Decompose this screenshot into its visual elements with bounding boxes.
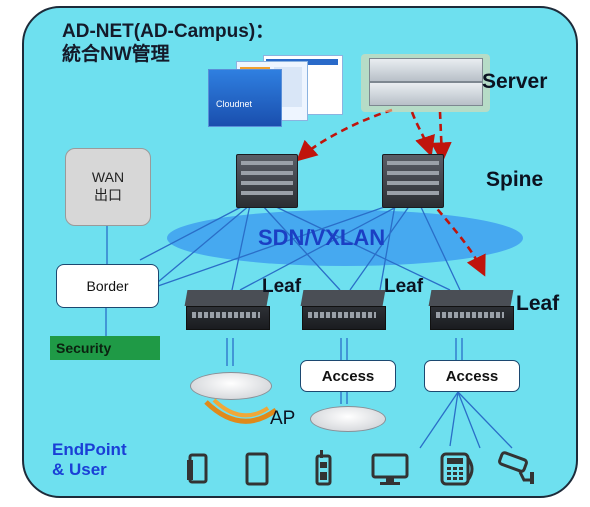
spine-switch-1 bbox=[236, 154, 298, 208]
handheld-scanner-icon bbox=[315, 450, 332, 486]
access-switch-1: Access bbox=[300, 360, 396, 392]
spine-label: Spine bbox=[486, 168, 544, 191]
sdn-vxlan-label: SDN/VXLAN bbox=[258, 225, 386, 250]
wifi-signal-icon bbox=[204, 398, 278, 424]
leaf-switch-1 bbox=[184, 290, 270, 338]
access-device-links bbox=[340, 391, 513, 449]
management-console-screens: Cloudnet bbox=[208, 55, 343, 127]
wan-exit-label: 出口 bbox=[94, 187, 122, 203]
leaf-access-links bbox=[226, 338, 463, 366]
cloudnet-text: Cloudnet bbox=[216, 99, 253, 109]
leaf-switch-2 bbox=[300, 290, 386, 338]
server-label: Server bbox=[482, 70, 548, 93]
access-switch-2: Access bbox=[424, 360, 520, 392]
management-arrows bbox=[296, 108, 486, 277]
diagram-title-line2: 統合NW管理 bbox=[62, 44, 170, 65]
security-camera-icon bbox=[498, 451, 534, 484]
leaf-switch-3 bbox=[428, 290, 514, 338]
server-rack bbox=[361, 54, 490, 112]
diagram-title-line1: AD-NET(AD-Campus)： bbox=[62, 21, 275, 42]
ip-phone-icon bbox=[440, 452, 474, 486]
security-appliance: Security bbox=[50, 336, 160, 360]
access-point-1 bbox=[190, 366, 272, 402]
access-point-2 bbox=[310, 402, 386, 434]
wan-exit-box: WAN 出口 bbox=[65, 148, 151, 226]
wan-label: WAN bbox=[91, 169, 125, 185]
spine-switch-2 bbox=[382, 154, 444, 208]
leaf-label-2: Leaf bbox=[384, 276, 424, 297]
smartphone-icon bbox=[187, 453, 208, 484]
spine-leaf-links bbox=[139, 204, 461, 291]
tablet-icon bbox=[245, 452, 269, 486]
leaf-label-3: Leaf bbox=[516, 292, 560, 315]
endpoint-label-line2: & User bbox=[52, 460, 107, 479]
desktop-monitor-icon bbox=[371, 453, 409, 485]
leaf-label-1: Leaf bbox=[262, 276, 302, 297]
border-router: Border bbox=[56, 264, 159, 308]
ap-label: AP bbox=[270, 408, 296, 429]
endpoint-label-line1: EndPoint bbox=[52, 440, 127, 459]
